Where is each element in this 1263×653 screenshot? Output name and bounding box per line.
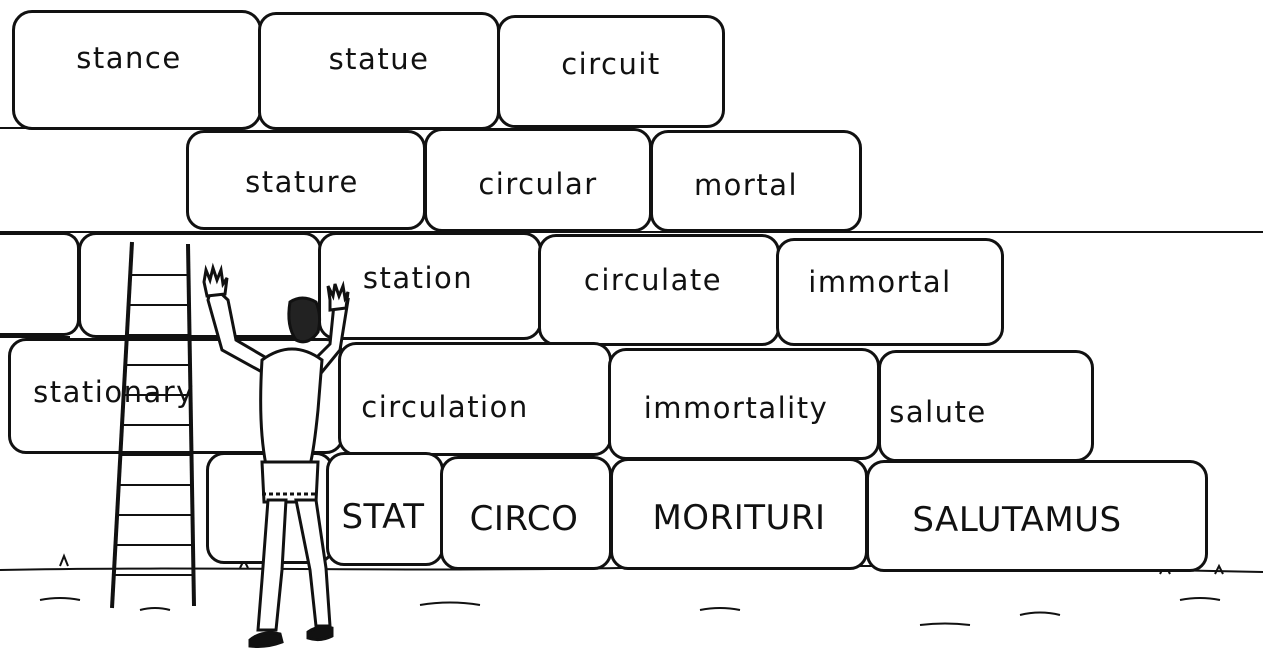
man-figure [204, 268, 348, 647]
ladder-icon [112, 242, 194, 608]
